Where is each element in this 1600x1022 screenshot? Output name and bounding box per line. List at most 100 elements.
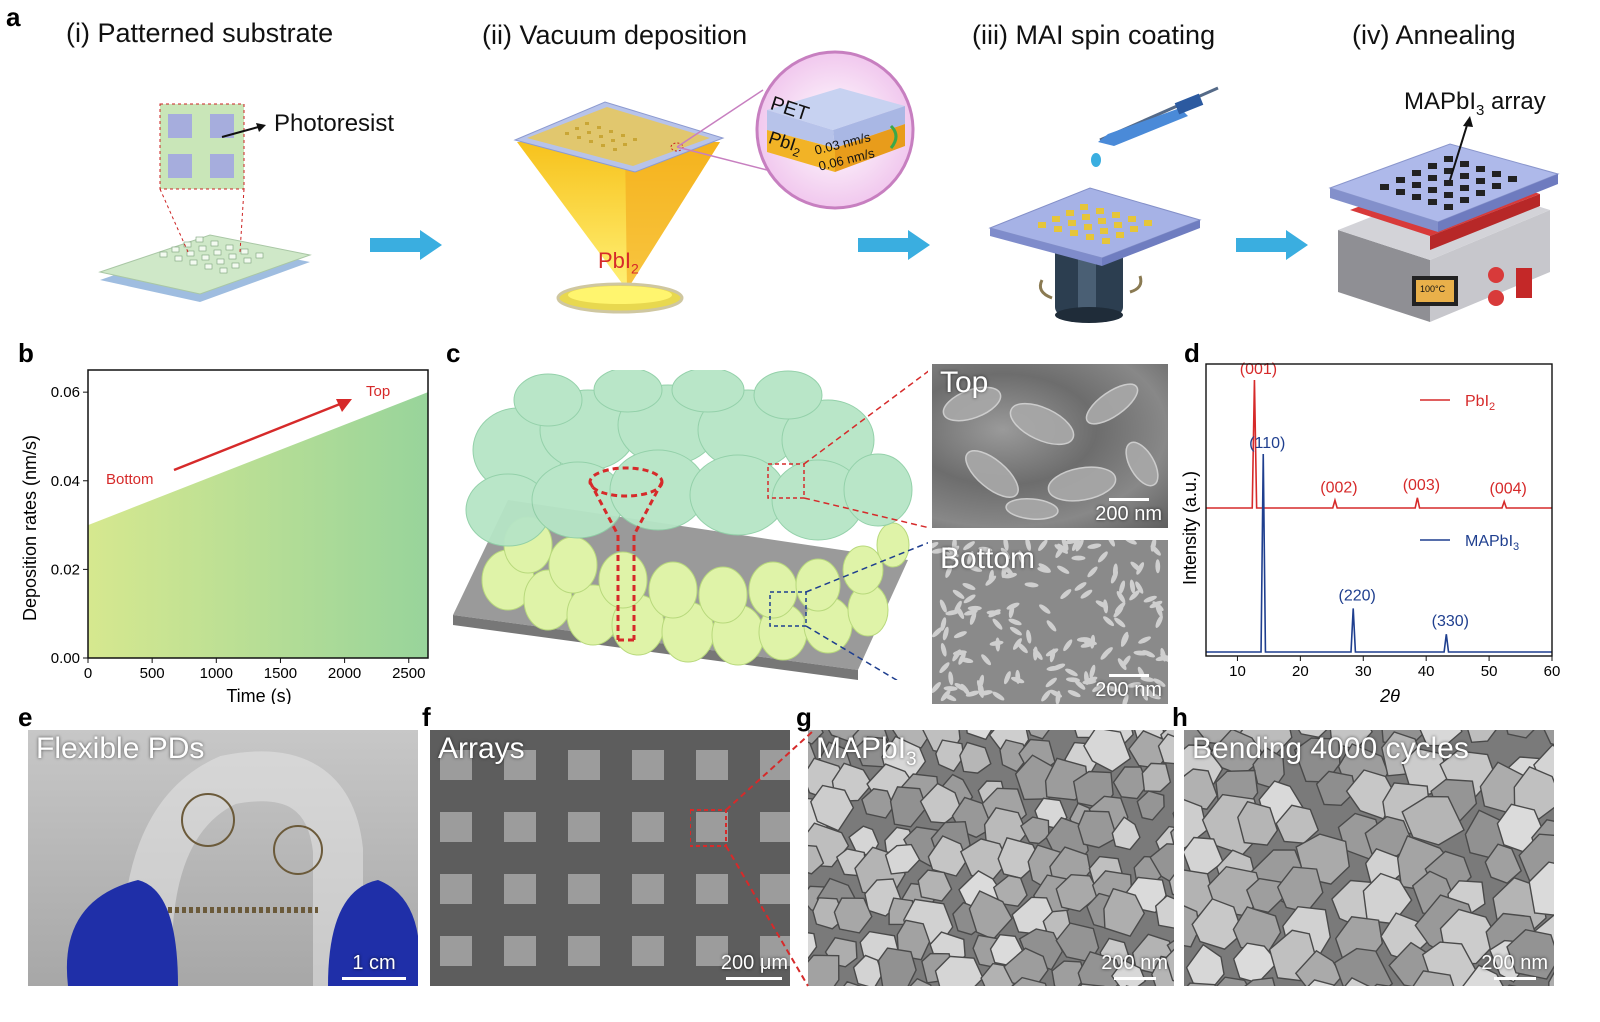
chart-b-xlabel: Time (s) [226,686,291,704]
chart-d-peak-label: (330) [1432,613,1469,630]
sem-bottom-label: Bottom [940,542,1036,575]
chart-b-xtick-label: 1000 [200,665,233,682]
sem-flake [969,611,977,625]
array-pixel [696,936,728,966]
step-title-3: (iii) MAI spin coating [972,20,1216,50]
sem-flake [1133,650,1148,656]
grain [999,739,1030,773]
sem-flake [1001,564,1007,579]
sem-flake [1017,642,1028,654]
sem-flake [1089,664,1096,679]
grain [1506,730,1535,739]
sem-flake [1140,688,1148,701]
sem-flake [1033,648,1043,660]
chart-b-frame [87,369,429,659]
grain [1237,800,1279,846]
chart-b-ytick-label: 0.00 [51,650,80,667]
flexible-pd-scalebar: 1 cm [342,952,406,982]
grain [1003,947,1049,986]
sem-flake [1140,685,1153,695]
sem-flake [1000,547,1011,560]
grain [1245,877,1284,914]
sem-flake [1012,638,1022,650]
sem-flake [1129,590,1140,601]
sem-flake [1046,620,1057,632]
sem-top-label: Top [940,366,989,399]
grain [1484,843,1523,885]
grain [852,954,884,986]
bottom-flakes [481,516,910,666]
grain [1215,976,1249,986]
grain [884,843,921,875]
array-pixel [504,750,536,780]
grain [896,919,931,961]
grain [1154,894,1174,929]
sem-flake [1003,671,1011,685]
film-structure-illustration [453,370,928,680]
grain [877,947,917,986]
sem-bottom-image: Bottom 200 nm [932,540,1168,704]
array-pixel [440,874,472,904]
top-region-box [767,463,805,499]
grain [1307,979,1335,986]
chart-b-ylabel: Deposition rates (nm/s) [20,435,40,621]
sem-flake [1041,690,1051,702]
sem-flake [1107,540,1116,547]
chart-b-arrowhead [336,399,352,412]
sem-flake [1064,540,1079,545]
grain [1315,770,1357,807]
grain [1077,810,1118,849]
panel-letter-h: h [1172,702,1188,732]
sem-flake [1003,540,1009,551]
grain [1244,977,1276,986]
grain [1051,960,1087,986]
chart-d-peak-label: (004) [1490,481,1527,498]
grain [1149,843,1174,885]
sem-flake [988,609,1001,618]
chart-d-legend-label: PbI2 [1465,393,1495,413]
sem-bottom-scalebar: 200 nm [1095,674,1162,702]
sem-flake [992,691,1005,701]
sem-flake [1046,665,1061,671]
chart-d-peak-label: (220) [1339,587,1376,604]
sem-flake [1009,626,1022,636]
sem-flake [1114,617,1126,628]
sem-flake [1095,600,1109,609]
sem-flake [1065,668,1078,677]
droplet-icon [1091,153,1101,167]
sem-flake [1006,602,1020,610]
grain [1011,976,1047,986]
array-pixel [440,812,472,842]
chart-b-xtick-label: 0 [84,665,92,682]
sem-flake [932,627,943,638]
spin-substrate [988,187,1202,259]
chart-b-annotation-top: Top [366,383,390,400]
grain [1513,766,1554,820]
grain [1184,768,1218,810]
sem-flake [932,548,946,554]
sem-flake [1160,648,1167,662]
arrays-sem-image: Arrays 200 μm [430,730,790,986]
sem-flake [943,693,957,702]
mapbi3-array-label: MAPbI3 array [1404,88,1546,119]
spin-coating-illustration [988,86,1219,323]
step-title-1: (i) Patterned substrate [66,18,334,48]
sem-flake [1138,636,1151,644]
sem-flake [981,654,992,666]
array-pixel [568,874,600,904]
sem-flake [1076,637,1091,642]
sem-flake [1026,629,1032,644]
array-pixel [632,936,664,966]
sem-flake [968,565,983,572]
grain [1168,873,1174,896]
sem-flake [1039,604,1051,614]
sem-flake [932,681,941,694]
sem-flake [1057,565,1070,574]
sem-flake [1074,582,1087,591]
flexible-pd-label: Flexible PDs [36,732,205,765]
chart-d-xtick-label: 60 [1544,663,1561,680]
sem-flake [1061,540,1069,551]
sem-flake [1049,648,1056,663]
chart-d-peak-label: (001) [1240,361,1277,378]
chart-b-ytick-label: 0.06 [51,384,80,401]
